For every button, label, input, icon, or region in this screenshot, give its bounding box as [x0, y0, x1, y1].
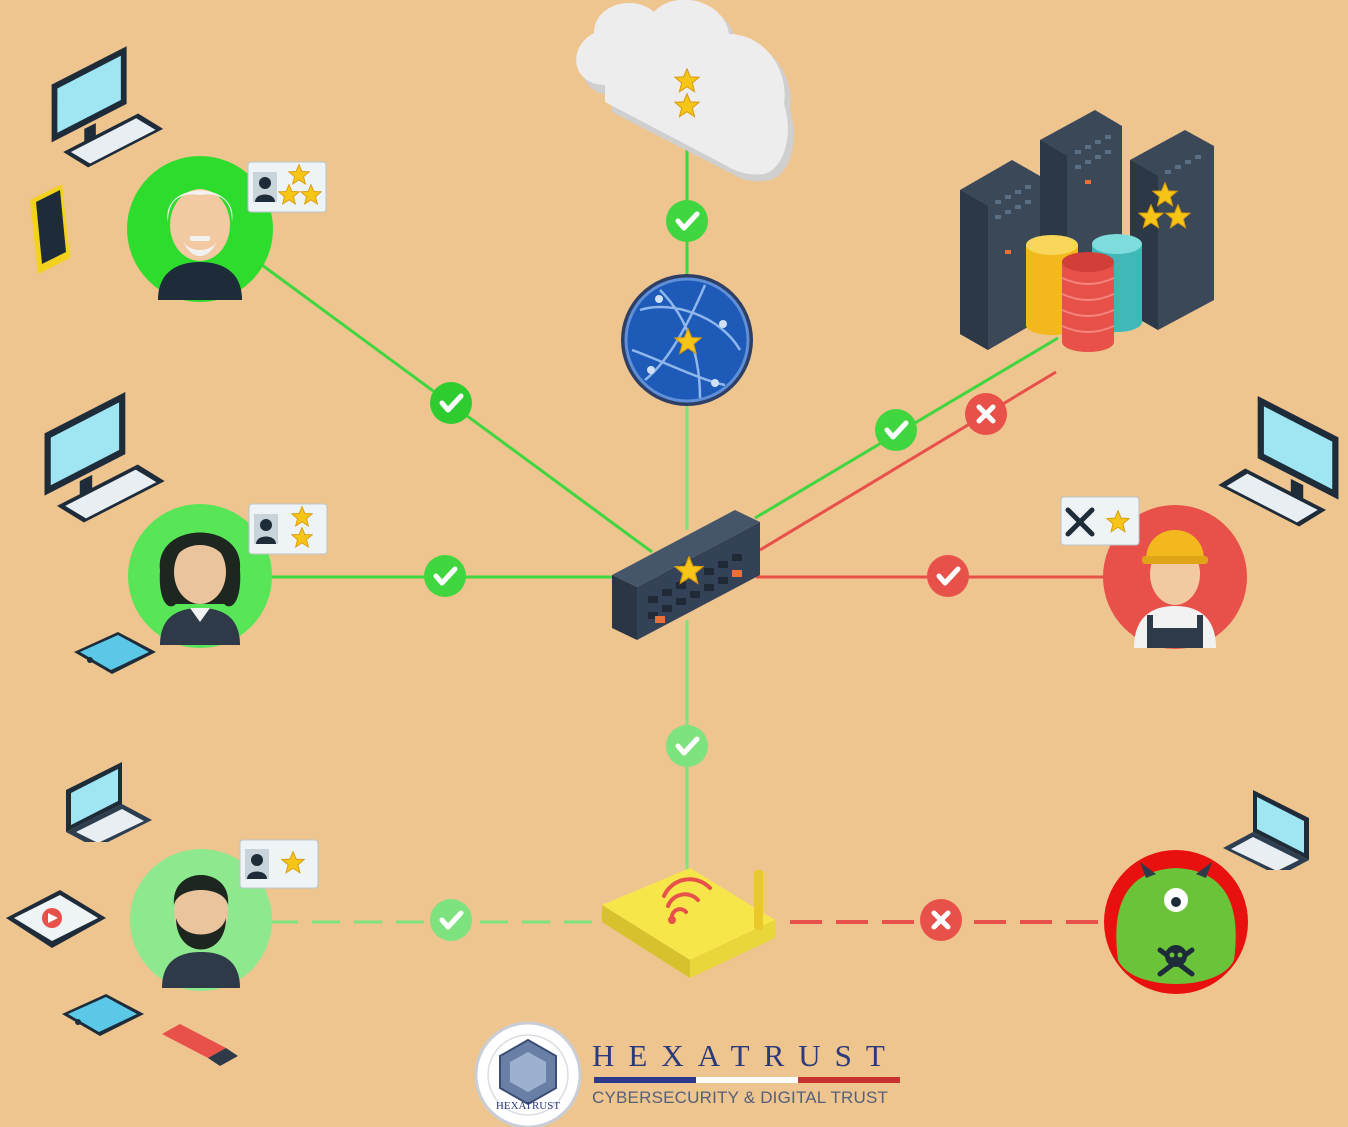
id-badge-icon: [239, 839, 319, 889]
wifi-router-icon: [602, 868, 775, 978]
desktop-icon: [44, 392, 165, 523]
cloud-icon: [576, 0, 794, 182]
hexatrust-seal-logo: HEXATRUST: [474, 1021, 582, 1127]
allowed-check-icon: [430, 382, 472, 424]
brand-flag-rule: [594, 1077, 900, 1083]
brand-wordmark: HEXATRUST: [592, 1038, 899, 1073]
laptop-icon: [1223, 790, 1309, 870]
smartphone-icon: [74, 632, 156, 674]
laptop-icon: [66, 762, 152, 842]
tools-badge-icon: [1060, 496, 1140, 546]
database-cylinder-icon: [1061, 252, 1115, 352]
denied-cross-icon: [965, 393, 1007, 435]
skull-crossbones-icon: [1157, 945, 1195, 977]
link-contractor-datacenter: [759, 370, 1057, 552]
seal-wordmark: HEXATRUST: [496, 1100, 560, 1112]
flag-red-stripe: [798, 1077, 900, 1083]
globe-icon: [621, 274, 753, 406]
flag-blue-stripe: [594, 1077, 696, 1083]
allowed-check-icon: [666, 200, 708, 242]
brand-tagline: CYBERSECURITY & DIGITAL TRUST: [592, 1088, 889, 1107]
desktop-icon: [1218, 396, 1339, 527]
restricted-check-icon: [927, 555, 969, 597]
allowed-check-icon: [666, 725, 708, 767]
allowed-check-icon: [430, 899, 472, 941]
tablet-icon: [6, 890, 106, 948]
server-building-icon: [960, 110, 1214, 352]
switch-icon: [612, 510, 760, 640]
allowed-check-icon: [875, 409, 917, 451]
id-badge-icon: [248, 503, 328, 555]
id-badge-icon: [247, 161, 327, 213]
flag-white-stripe: [696, 1077, 798, 1083]
user-woman: [44, 392, 328, 674]
usb-key-icon: [162, 1024, 238, 1066]
denied-cross-icon: [920, 899, 962, 941]
attacker: [1104, 790, 1309, 994]
allowed-check-icon: [424, 555, 466, 597]
user-senior: [30, 46, 327, 302]
smartphone-icon: [30, 184, 70, 274]
status-markers: [424, 200, 1007, 941]
user-bearded: [6, 762, 319, 1066]
desktop-icon: [51, 46, 164, 168]
smartphone-icon: [62, 994, 144, 1036]
contractor: [1060, 396, 1339, 649]
